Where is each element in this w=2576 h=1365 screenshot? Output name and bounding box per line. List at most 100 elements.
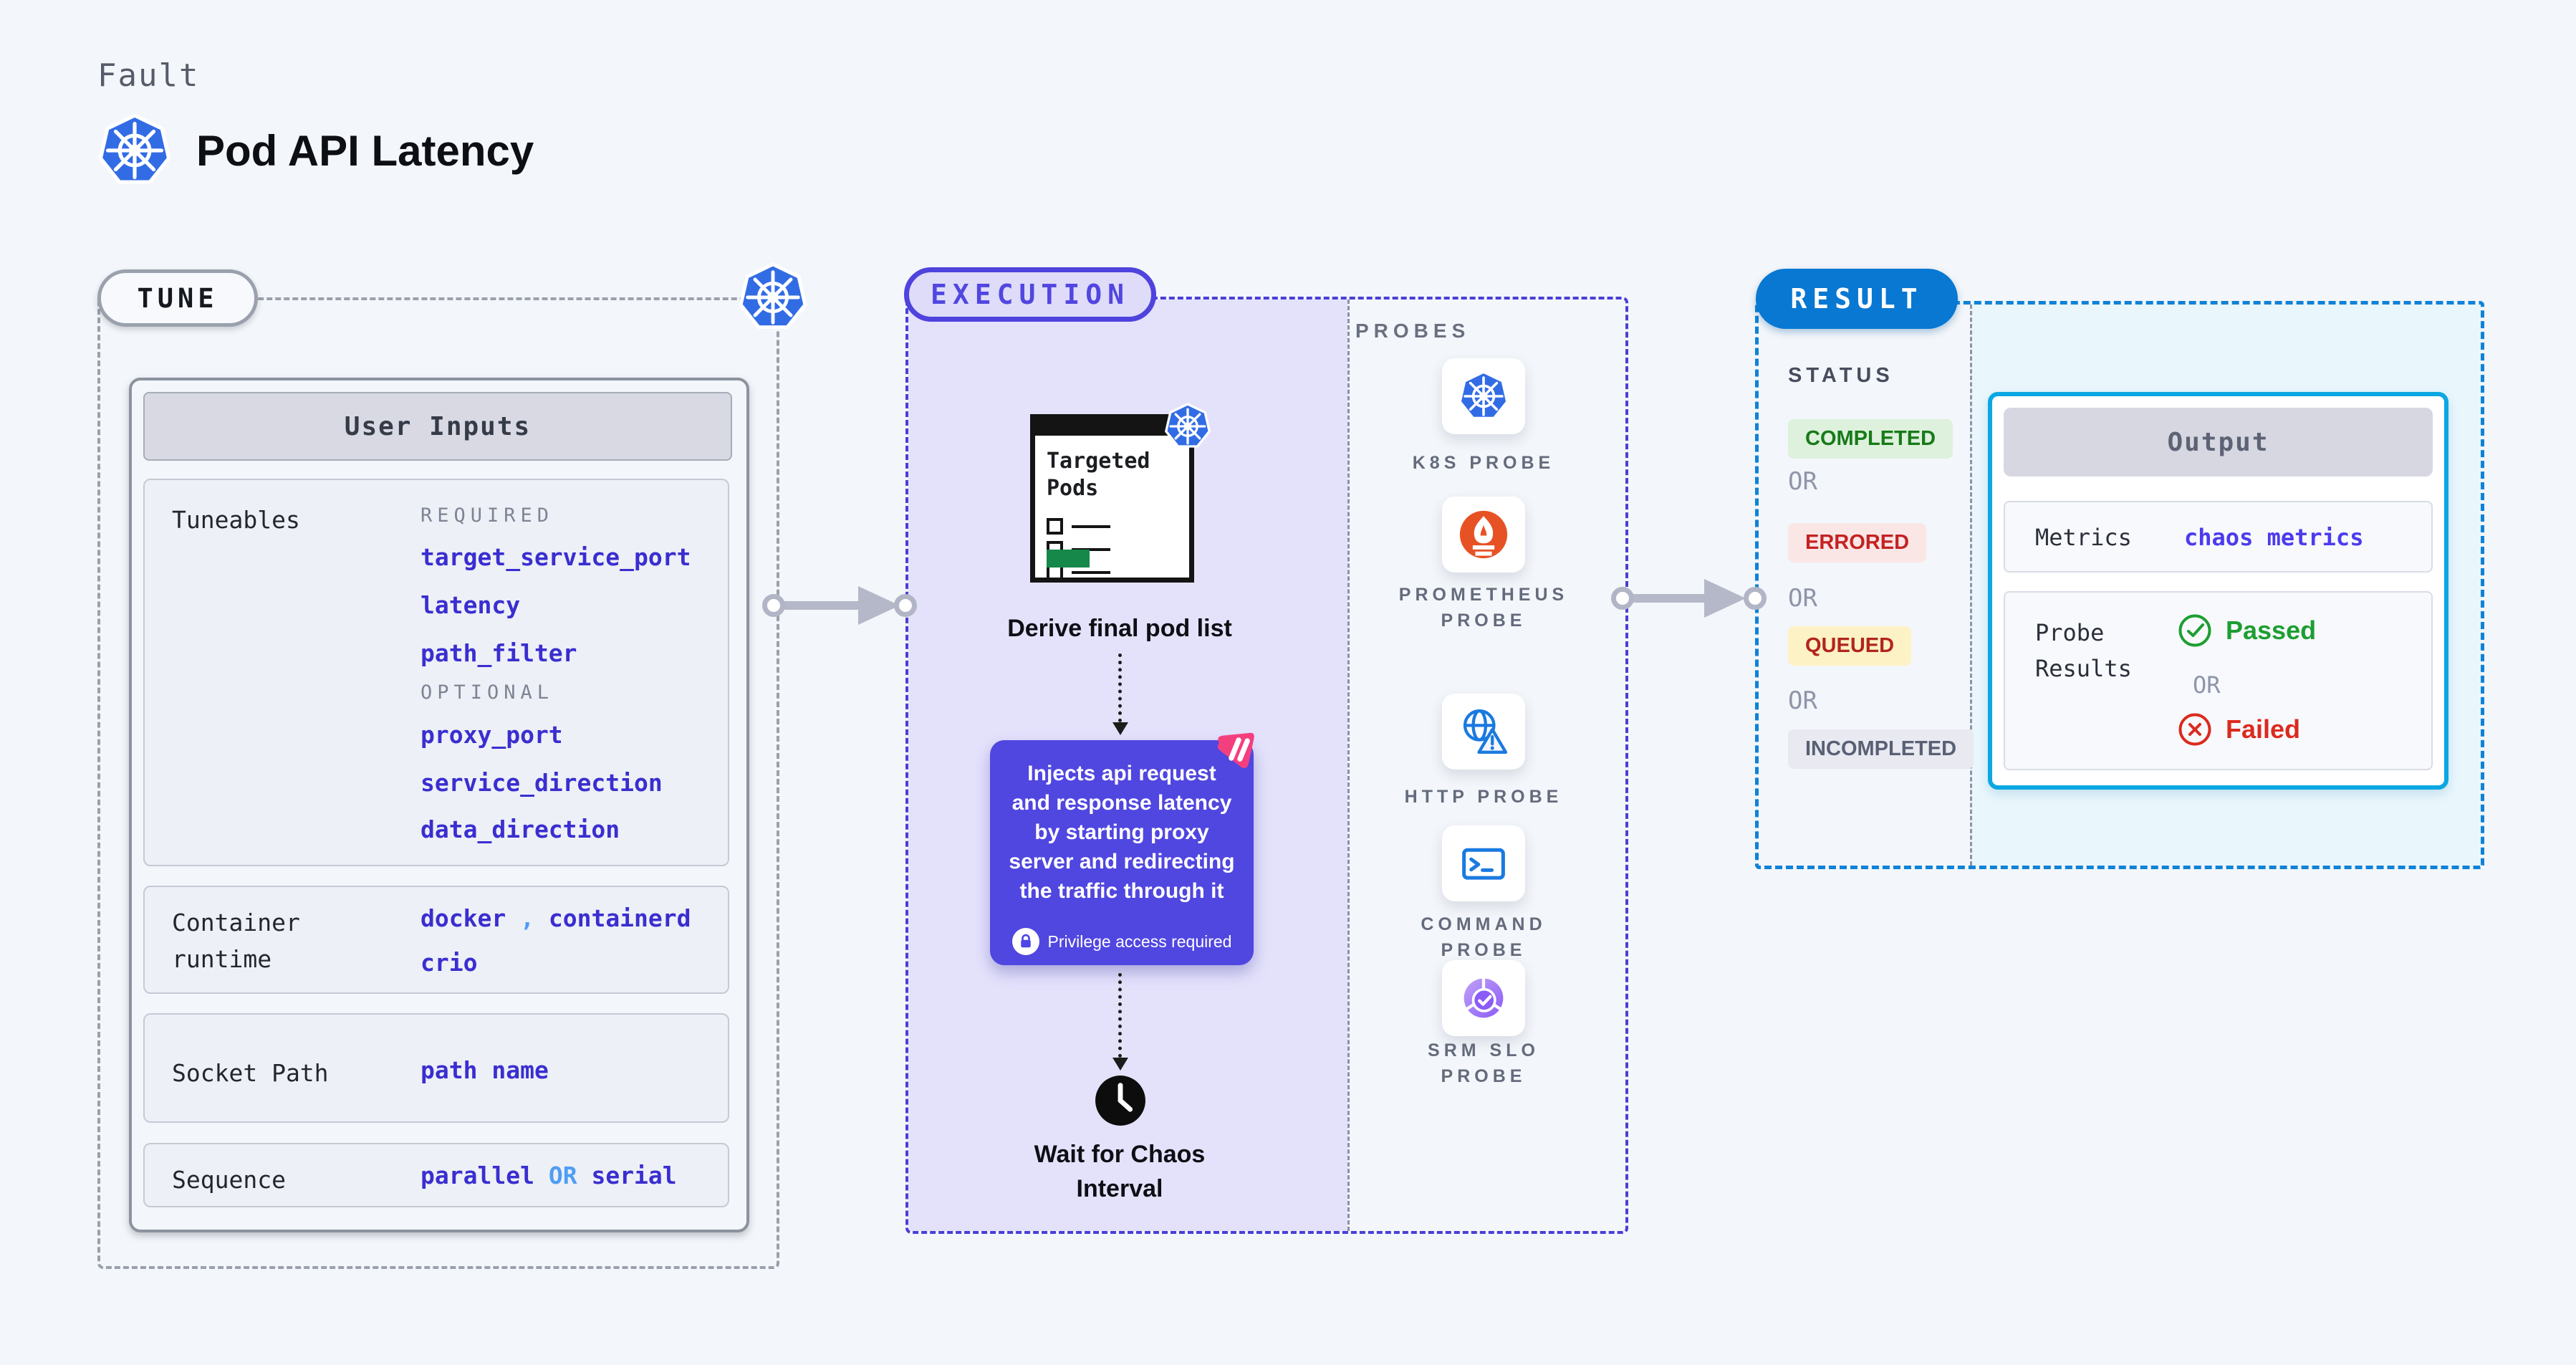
- sequence-row: Sequence parallel OR serial: [143, 1143, 729, 1207]
- dotted-arrow-icon: [1112, 1058, 1128, 1071]
- wait-for-chaos-interval-label: Wait for Chaos Interval: [1034, 1141, 1206, 1202]
- runtime-comma: ,: [520, 904, 534, 932]
- probes-label: PROBES: [1355, 320, 1471, 342]
- metrics-row: Metrics chaos metrics: [2004, 501, 2433, 573]
- tune-to-execution-arrow: [778, 601, 861, 610]
- derive-final-pod-list-label: Derive final pod list: [1007, 615, 1232, 642]
- container-runtime-label: Container runtime: [172, 909, 300, 974]
- srm-slo-probe-card: [1442, 960, 1525, 1036]
- probe-label: SRM SLO PROBE: [1428, 1040, 1539, 1087]
- sequence-or: OR: [548, 1162, 577, 1189]
- targeted-pods-title: Targeted Pods: [1047, 449, 1150, 501]
- or-label: OR: [1788, 467, 1817, 496]
- probe-label: COMMAND PROBE: [1421, 914, 1547, 961]
- command-probe-card: [1442, 825, 1525, 901]
- runtime-value-crio: crio: [420, 949, 478, 977]
- page-title: Pod API Latency: [196, 126, 534, 175]
- dotted-connector: [1118, 973, 1122, 1058]
- green-bar: [1047, 550, 1090, 567]
- metrics-label: Metrics: [2035, 524, 2132, 551]
- status-badge-queued: QUEUED: [1788, 626, 1912, 666]
- container-runtime-row: Container runtime docker , containerd cr…: [143, 886, 729, 994]
- or-label: OR: [1788, 686, 1817, 715]
- probe-label: PROMETHEUS PROBE: [1398, 585, 1569, 631]
- list-line: [1072, 570, 1110, 574]
- x-circle-icon: [2177, 712, 2213, 747]
- status-label: STATUS: [1788, 364, 1894, 387]
- socket-path-row: Socket Path path name: [143, 1013, 729, 1123]
- connector-node: [762, 594, 785, 617]
- prometheus-probe-card: [1442, 497, 1525, 573]
- clock-icon: [1093, 1073, 1148, 1128]
- inject-description-box: Injects api request and response latency…: [990, 740, 1254, 965]
- probe-results-label: Probe Results: [2035, 619, 2132, 682]
- user-inputs-panel: [129, 378, 749, 1232]
- optional-label: OPTIONAL: [420, 681, 554, 704]
- output-panel: Output Metrics chaos metrics Probe Resul…: [1988, 392, 2448, 790]
- tuneables-label: Tuneables: [172, 506, 300, 534]
- sequence-label: Sequence: [172, 1166, 286, 1194]
- probe-results-row: Probe Results Passed OR Failed: [2004, 591, 2433, 770]
- runtime-value-containerd: containerd: [548, 904, 691, 932]
- kubernetes-icon: [97, 113, 172, 188]
- checkbox-icon: [1047, 518, 1063, 535]
- terminal-icon: [1458, 838, 1509, 889]
- prometheus-icon: [1458, 509, 1509, 560]
- fault-eyebrow: Fault: [97, 57, 200, 94]
- or-label: OR: [2193, 671, 2221, 699]
- tuneable-optional-2: data_direction: [420, 815, 620, 843]
- tuneable-optional-0: proxy_port: [420, 721, 563, 749]
- verdict-passed: Passed: [2177, 613, 2316, 648]
- status-badge-errored: ERRORED: [1788, 523, 1927, 562]
- privilege-note: Privilege access required: [990, 928, 1254, 955]
- tuneable-optional-1: service_direction: [420, 769, 663, 797]
- title-row: Pod API Latency: [97, 113, 534, 188]
- list-line: [1072, 525, 1110, 528]
- slo-donut-check-icon: [1458, 972, 1509, 1024]
- output-header: Output: [2004, 408, 2433, 476]
- dotted-connector: [1118, 653, 1122, 722]
- required-label: REQUIRED: [420, 504, 554, 527]
- arrow-right-icon: [1704, 579, 1746, 618]
- dotted-arrow-icon: [1112, 722, 1128, 735]
- targeted-pods-document: Targeted Pods: [1030, 414, 1194, 583]
- result-pill: RESULT: [1756, 269, 1958, 329]
- socket-path-value: path name: [420, 1056, 549, 1084]
- inject-description-text: Injects api request and response latency…: [1009, 762, 1235, 904]
- probes-divider: [1347, 300, 1350, 1231]
- connector-node: [1611, 587, 1634, 610]
- kubernetes-icon: [1164, 403, 1211, 450]
- sequence-serial: serial: [591, 1162, 677, 1189]
- http-probe-card: [1442, 694, 1525, 770]
- probe-label: HTTP PROBE: [1404, 787, 1563, 807]
- chaos-litmus-icon: [1209, 720, 1267, 777]
- tune-pill: TUNE: [97, 269, 258, 327]
- metrics-value: chaos metrics: [2184, 524, 2364, 551]
- execution-pill: EXECUTION: [904, 267, 1156, 322]
- runtime-value-docker: docker: [420, 904, 506, 932]
- connector-node: [1744, 587, 1767, 610]
- tuneable-required-2: path_filter: [420, 639, 577, 667]
- verdict-failed: Failed: [2177, 712, 2300, 747]
- k8s-probe-card: [1442, 358, 1525, 434]
- tuneable-required-1: latency: [420, 591, 521, 619]
- connector-node: [894, 594, 917, 617]
- tune-section-box: [97, 297, 779, 1269]
- kubernetes-icon: [1458, 370, 1509, 422]
- user-inputs-header: User Inputs: [143, 392, 732, 461]
- lock-icon: [1011, 928, 1039, 955]
- arrow-right-icon: [858, 586, 900, 625]
- tuneable-required-0: target_service_port: [420, 543, 691, 571]
- or-label: OR: [1788, 584, 1817, 613]
- status-badge-completed: COMPLETED: [1788, 419, 1953, 459]
- tuneables-row: Tuneables REQUIRED target_service_port l…: [143, 479, 729, 866]
- http-globe-warning-icon: [1458, 706, 1509, 757]
- result-divider: [1970, 305, 1972, 866]
- sequence-parallel: parallel: [420, 1162, 534, 1189]
- check-circle-icon: [2177, 613, 2213, 648]
- status-badge-incompleted: INCOMPLETED: [1788, 729, 1974, 769]
- list-line: [1072, 547, 1110, 551]
- execution-to-result-arrow: [1627, 594, 1707, 603]
- probe-label: K8S PROBE: [1412, 453, 1555, 473]
- kubernetes-icon: [738, 262, 808, 332]
